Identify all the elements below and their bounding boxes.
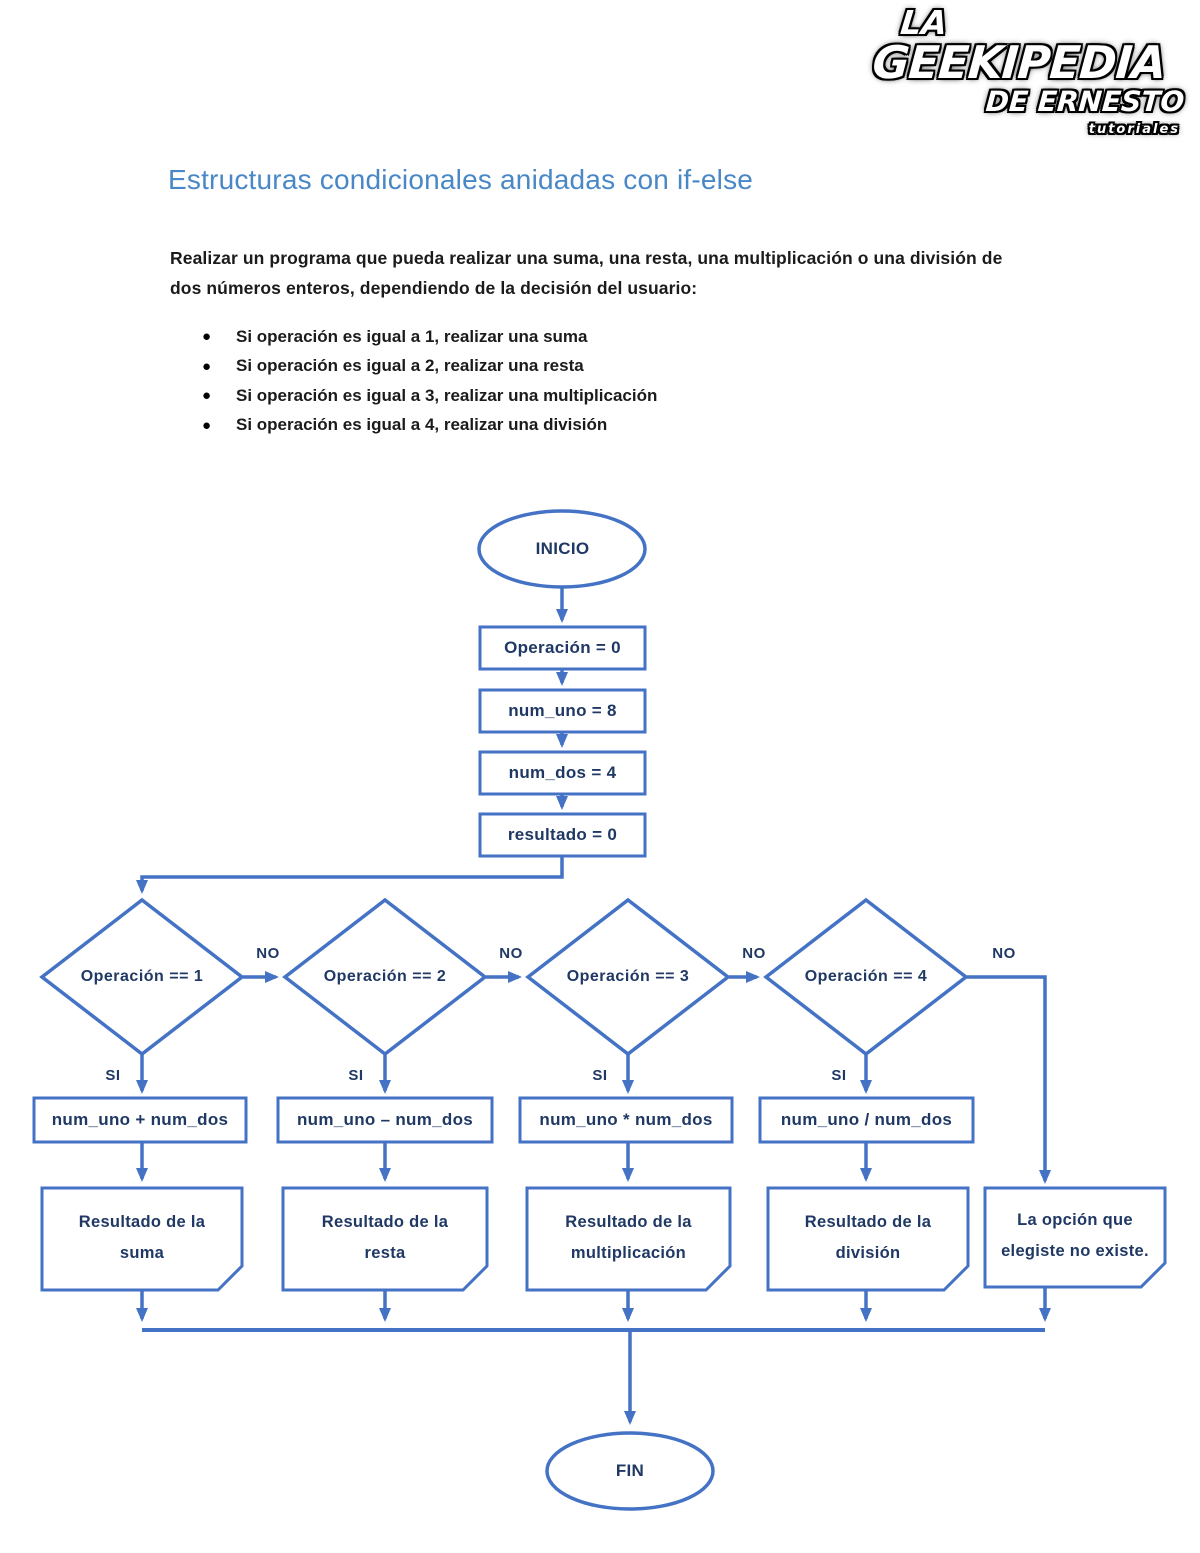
output-3-label: Resultado de la multiplicación — [565, 1213, 692, 1262]
decision-4-shape — [763, 897, 969, 1057]
logo-tagline: tutoriales — [1088, 122, 1180, 138]
output-2-label: Resultado de la resta — [321, 1213, 449, 1262]
bullet-icon: ● — [202, 328, 212, 346]
no-label-1: NO — [256, 944, 280, 962]
init-step-4-shape — [478, 812, 647, 858]
si-label-1: SI — [105, 1066, 121, 1084]
list-item-text: Si operación es igual a 3, realizar una … — [236, 385, 658, 405]
list-item: ● Si operación es igual a 1, realizar un… — [202, 322, 657, 352]
decision-2-label: Operación == 2 — [323, 968, 447, 985]
bullet-icon: ● — [202, 357, 212, 375]
list-item-text: Si operación es igual a 2, realizar una … — [236, 356, 584, 376]
start-terminator-shape — [477, 509, 647, 589]
operation-4-label: num_uno / num_dos — [780, 1110, 953, 1129]
list-item-text: Si operación es igual a 4, realizar una … — [236, 415, 608, 435]
init-step-1-shape — [478, 625, 647, 671]
list-item-text: Si operación es igual a 1, realizar una … — [236, 326, 588, 346]
list-item: ● Si operación es igual a 2, realizar un… — [202, 352, 657, 382]
page-title: Estructuras condicionales anidadas con i… — [168, 164, 754, 195]
init-step-2-shape — [478, 688, 647, 734]
decision-3-shape — [525, 897, 731, 1057]
fallback-output-shape — [983, 1186, 1167, 1289]
list-item: ● Si operación es igual a 4, realizar un… — [202, 411, 657, 441]
decision-1-shape — [39, 897, 245, 1057]
operation-2-label: num_uno – num_dos — [296, 1110, 474, 1129]
decision-4-label: Operación == 4 — [804, 968, 928, 985]
intro-paragraph-line1: Realizar un programa que pueda realizar … — [170, 248, 1003, 268]
decision-2-shape — [282, 897, 488, 1057]
end-terminator-shape — [545, 1431, 715, 1511]
bullet-icon: ● — [202, 416, 212, 434]
flowchart-shapes — [32, 509, 1167, 1511]
output-4-shape — [766, 1186, 970, 1292]
requirements-list: ● Si operación es igual a 1, realizar un… — [202, 322, 657, 440]
operation-4-shape — [758, 1096, 975, 1144]
list-item: ● Si operación es igual a 3, realizar un… — [202, 381, 657, 411]
init-step-1-label: Operación = 0 — [504, 638, 621, 657]
output-2-shape — [281, 1186, 489, 1292]
decision-3-label: Operación == 3 — [566, 968, 690, 985]
output-1-shape — [40, 1186, 244, 1292]
start-node-label: INICIO — [535, 539, 590, 558]
arrow-init-to-decision1 — [136, 856, 564, 894]
flowchart-connectors — [136, 588, 1051, 1425]
init-step-4-label: resultado = 0 — [507, 825, 618, 844]
si-label-4: SI — [831, 1066, 847, 1084]
bullet-icon: ● — [202, 387, 212, 405]
init-step-3-shape — [478, 750, 647, 796]
geekipedia-logo: LA GEEKIPEDIA DE ERNESTO tutoriales — [854, 3, 1186, 138]
arrow-no-4-to-fallback — [967, 975, 1051, 1184]
output-4-label: Resultado de la división — [804, 1213, 932, 1262]
no-label-2: NO — [499, 944, 523, 962]
end-node-label: FIN — [615, 1461, 645, 1480]
init-step-3-label: num_dos = 4 — [508, 763, 617, 782]
operation-3-shape — [518, 1096, 734, 1144]
output-1-label: Resultado de la suma — [78, 1213, 206, 1262]
fallback-output-label: La opción que elegiste no existe. — [1001, 1210, 1149, 1260]
no-label-4: NO — [992, 944, 1016, 962]
output-3-shape — [525, 1186, 732, 1292]
decision-1-label: Operación == 1 — [80, 968, 204, 985]
operation-2-shape — [276, 1096, 494, 1144]
init-step-2-label: num_uno = 8 — [508, 701, 617, 720]
si-label-2: SI — [348, 1066, 364, 1084]
operation-3-label: num_uno * num_dos — [539, 1110, 713, 1129]
operation-1-shape — [32, 1096, 248, 1144]
operation-1-label: num_uno + num_dos — [51, 1110, 229, 1129]
no-label-3: NO — [742, 944, 766, 962]
si-label-3: SI — [592, 1066, 608, 1084]
intro-paragraph-line2: dos números enteros, dependiendo de la d… — [170, 278, 698, 298]
